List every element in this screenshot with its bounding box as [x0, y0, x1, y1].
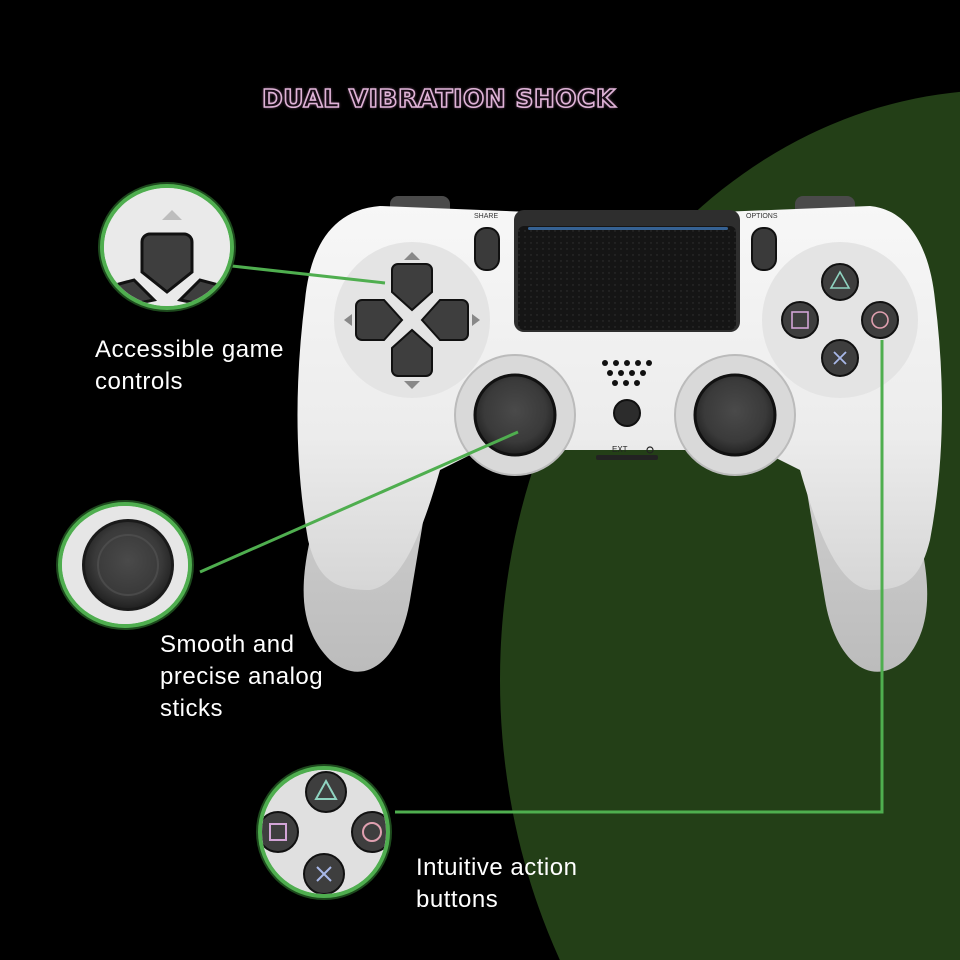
triangle-icon [829, 270, 851, 289]
share-label: SHARE [474, 213, 499, 220]
ext-port [596, 455, 658, 460]
analog-stick-closeup [58, 502, 192, 628]
dpad-up-icon [140, 232, 194, 294]
options-button [751, 227, 777, 271]
speaker-grille [602, 360, 652, 386]
square-icon [791, 311, 809, 329]
share-button [474, 227, 500, 271]
feature-caption-controls: Accessible game controls [95, 336, 284, 395]
ps-button [613, 399, 641, 427]
circle-icon [871, 311, 889, 329]
dpad-closeup [100, 184, 234, 310]
feature-caption-buttons: Intuitive action buttons [416, 854, 578, 913]
cross-icon [833, 351, 847, 365]
feature-caption-sticks: Smooth and precise analog sticks [160, 631, 324, 722]
headset-icon [646, 446, 654, 454]
options-label: OPTIONS [746, 213, 778, 220]
right-analog-stick [693, 373, 777, 457]
circle-icon [362, 822, 382, 842]
headline: DUAL VIBRATION SHOCK [261, 83, 616, 114]
callout-lines [199, 264, 884, 814]
triangle-icon [314, 778, 338, 800]
left-analog-stick [473, 373, 557, 457]
face-buttons-closeup [258, 766, 390, 898]
face-buttons [781, 263, 899, 377]
ext-label: EXT [612, 445, 628, 454]
square-icon [269, 823, 287, 841]
dpad [355, 263, 469, 377]
arrow-up-icon [162, 210, 182, 220]
cross-icon [316, 866, 332, 882]
